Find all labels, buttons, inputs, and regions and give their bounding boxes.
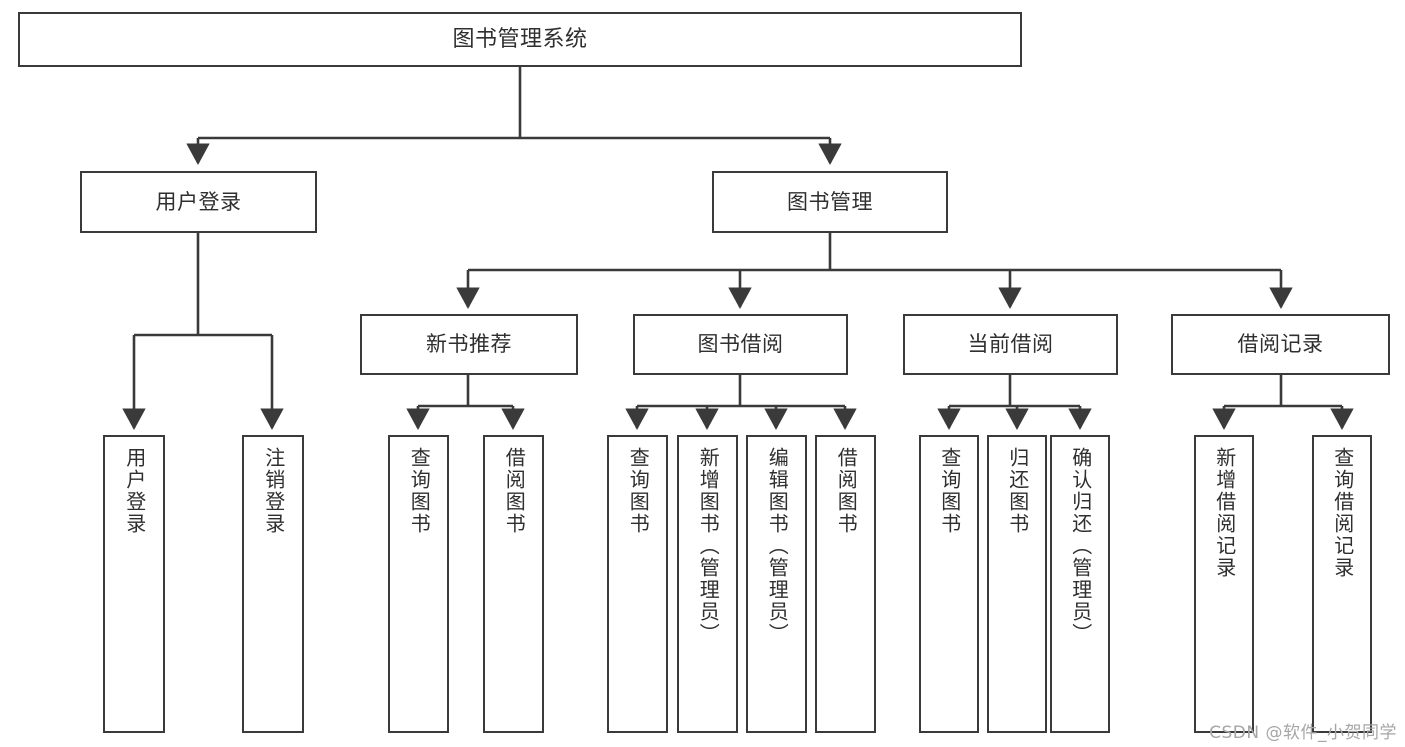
- watermark-text: CSDN @软件_小贺同学: [1209, 723, 1397, 743]
- node-label: 借阅图书: [834, 447, 859, 535]
- node-borrow-record[interactable]: 借阅记录: [1171, 314, 1390, 375]
- node-label: 查询图书: [626, 447, 651, 535]
- leaf-borrow-borrow-book[interactable]: 借阅图书: [815, 435, 876, 733]
- node-label: 新增图书（管理员）: [696, 447, 721, 645]
- node-label: 查询借阅记录: [1330, 447, 1355, 579]
- leaf-record-add-borrow-record[interactable]: 新增借阅记录: [1194, 435, 1254, 733]
- leaf-borrow-edit-book-admin[interactable]: 编辑图书（管理员）: [746, 435, 807, 733]
- node-user-login[interactable]: 用户登录: [80, 171, 317, 233]
- leaf-user-login-signout[interactable]: 注销登录: [242, 435, 304, 733]
- node-book-borrow[interactable]: 图书借阅: [633, 314, 848, 375]
- node-label: 新书推荐: [426, 332, 512, 357]
- node-label: 编辑图书（管理员）: [765, 447, 790, 645]
- node-label: 确认归还（管理员）: [1068, 447, 1093, 645]
- node-label: 借阅图书: [502, 447, 527, 535]
- node-label: 借阅记录: [1237, 332, 1324, 357]
- node-new-book-recommend[interactable]: 新书推荐: [360, 314, 578, 375]
- node-label: 图书管理: [787, 189, 873, 214]
- node-root-book-management-system[interactable]: 图书管理系统: [18, 12, 1022, 67]
- leaf-borrow-add-book-admin[interactable]: 新增图书（管理员）: [677, 435, 738, 733]
- leaf-user-login-signin[interactable]: 用户登录: [103, 435, 165, 733]
- node-label: 查询图书: [407, 447, 432, 535]
- node-label: 新增借阅记录: [1212, 447, 1237, 579]
- leaf-borrow-query-book[interactable]: 查询图书: [607, 435, 668, 733]
- node-label: 用户登录: [155, 189, 242, 214]
- node-current-borrow[interactable]: 当前借阅: [903, 314, 1118, 375]
- leaf-new-book-borrow[interactable]: 借阅图书: [483, 435, 544, 733]
- leaf-new-book-query[interactable]: 查询图书: [388, 435, 449, 733]
- leaf-record-query-borrow-record[interactable]: 查询借阅记录: [1312, 435, 1372, 733]
- node-label: 查询图书: [937, 447, 962, 535]
- node-label: 注销登录: [261, 447, 286, 535]
- leaf-current-confirm-return-admin[interactable]: 确认归还（管理员）: [1050, 435, 1110, 733]
- node-label: 当前借阅: [967, 332, 1054, 357]
- leaf-current-return-book[interactable]: 归还图书: [987, 435, 1047, 733]
- leaf-current-query-book[interactable]: 查询图书: [919, 435, 979, 733]
- node-book-management[interactable]: 图书管理: [712, 171, 948, 233]
- node-label: 用户登录: [122, 447, 147, 535]
- node-label: 图书借阅: [697, 332, 784, 357]
- node-label: 图书管理系统: [452, 26, 588, 52]
- node-label: 归还图书: [1005, 447, 1030, 535]
